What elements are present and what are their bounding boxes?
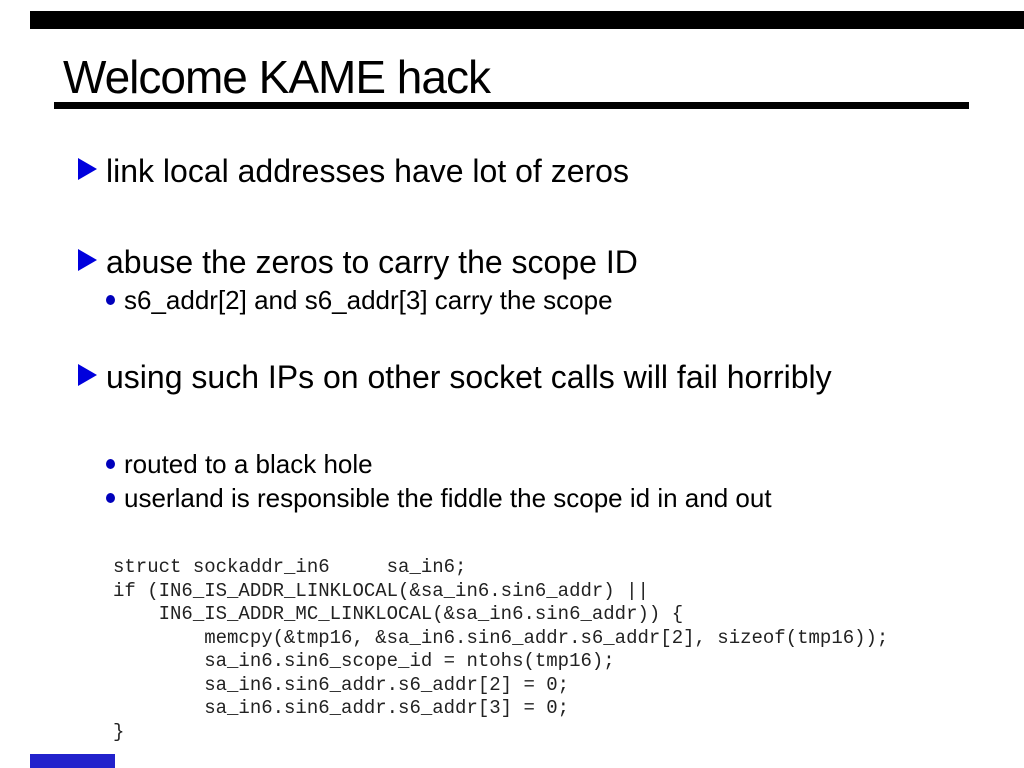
sub-bullet-item: userland is responsible the fiddle the s… [106, 482, 772, 515]
sub-bullet-text: s6_addr[2] and s6_addr[3] carry the scop… [124, 285, 613, 315]
bullet-item: abuse the zeros to carry the scope ID [78, 239, 638, 286]
bullet-dot-icon [106, 493, 115, 503]
title-underline [54, 102, 969, 109]
slide-title: Welcome KAME hack [63, 51, 491, 103]
bullet-text: abuse the zeros to carry the scope ID [106, 244, 638, 280]
sub-bullet-item: routed to a black hole [106, 448, 373, 481]
bullet-item: link local addresses have lot of zeros [78, 148, 629, 195]
code-block: struct sockaddr_in6 sa_in6; if (IN6_IS_A… [113, 556, 889, 743]
bullet-text: link local addresses have lot of zeros [106, 153, 629, 189]
bullet-text: using such IPs on other socket calls wil… [106, 359, 832, 395]
bullet-triangle-icon [78, 158, 97, 180]
bullet-triangle-icon [78, 364, 97, 386]
bullet-dot-icon [106, 295, 115, 305]
progress-gauge [30, 754, 115, 768]
top-bar [30, 11, 1024, 29]
sub-bullet-text: userland is responsible the fiddle the s… [124, 483, 772, 513]
sub-bullet-text: routed to a black hole [124, 449, 373, 479]
sub-bullet-item: s6_addr[2] and s6_addr[3] carry the scop… [106, 284, 613, 317]
bullet-item: using such IPs on other socket calls wil… [78, 354, 851, 401]
bullet-triangle-icon [78, 249, 97, 271]
bullet-dot-icon [106, 459, 115, 469]
